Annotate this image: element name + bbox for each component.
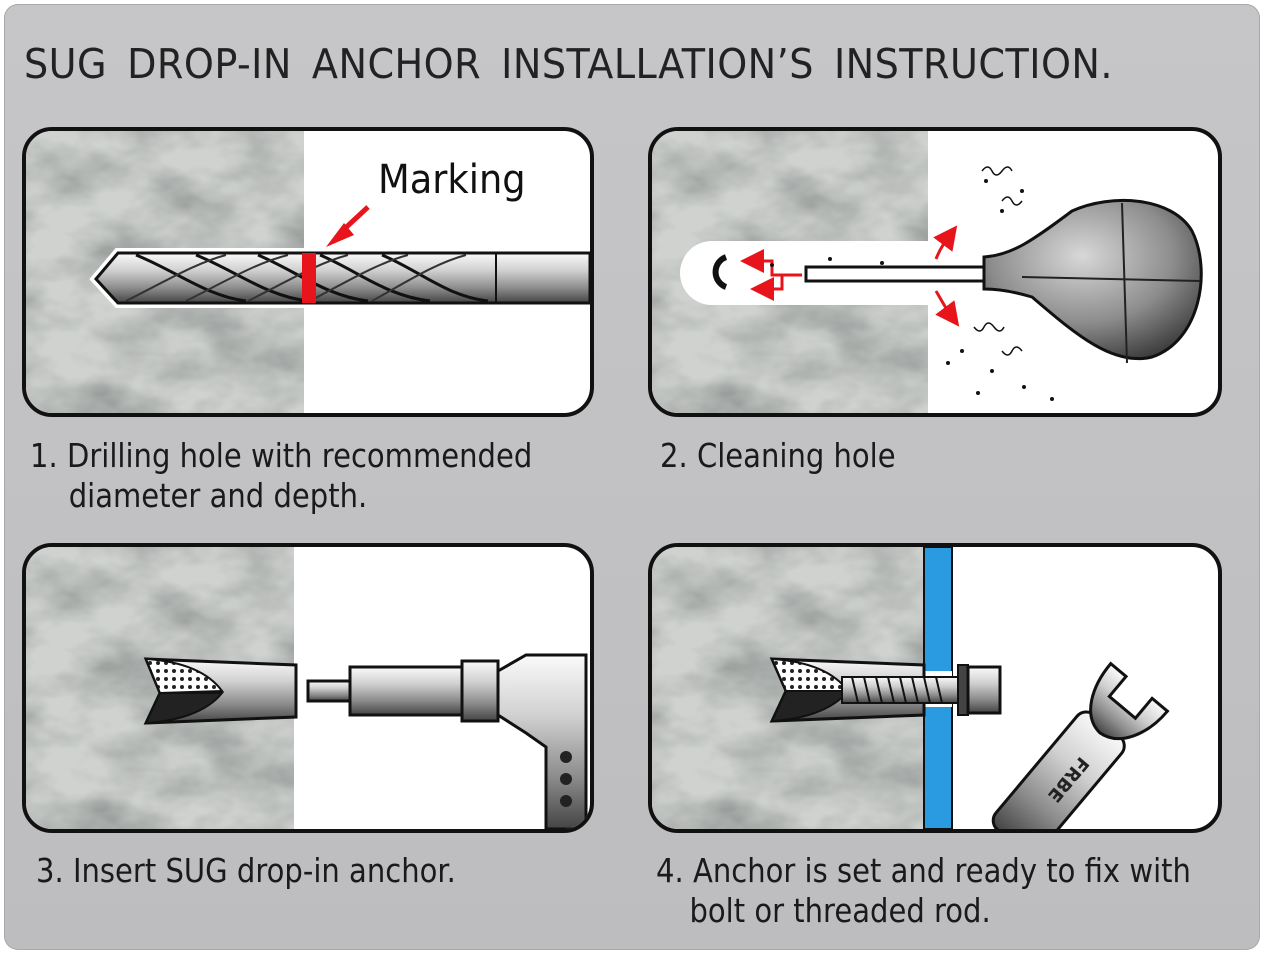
panel-set: FRBE (648, 543, 1222, 833)
step-1-caption: 1. Drilling hole with recommended diamet… (30, 436, 532, 516)
step-3-line1: Insert SUG drop-in anchor. (72, 851, 456, 890)
marking-label: Marking (378, 157, 526, 203)
set-illustration: FRBE (652, 547, 1170, 829)
wrench-icon: FRBE (991, 661, 1170, 829)
dust-particles (770, 179, 1054, 401)
cleaning-illustration (652, 131, 1203, 413)
step-1-line2: diameter and depth. (68, 476, 368, 515)
arrow-icon (326, 205, 370, 247)
step-1-number: 1. (30, 436, 58, 475)
step-1-line1: Drilling hole with recommended (66, 436, 533, 475)
step-4-line1: Anchor is set and ready to fix with (692, 851, 1191, 890)
step-4-line2: bolt or threaded rod. (689, 891, 991, 930)
hammer-setting-tool-icon (306, 653, 588, 829)
step-4-number: 4. (656, 851, 684, 890)
marking-band (302, 253, 316, 303)
step-2-line1: Cleaning hole (696, 436, 896, 475)
insert-illustration (26, 547, 588, 829)
panel-cleaning (648, 127, 1222, 417)
panel-insert (22, 543, 594, 833)
anchor-icon (143, 657, 298, 725)
step-4-caption: 4. Anchor is set and ready to fix with b… (656, 851, 1191, 931)
step-3-number: 3. (36, 851, 64, 890)
panel-drilling: Marking (22, 127, 594, 417)
drilling-illustration (26, 131, 590, 413)
step-2-number: 2. (660, 436, 688, 475)
page-title: SUG DROP-IN ANCHOR INSTALLATION’S INSTRU… (24, 40, 1114, 88)
step-2-caption: 2. Cleaning hole (660, 436, 896, 476)
blower-bulb-icon (804, 199, 1203, 364)
bolt-icon (841, 664, 1002, 716)
drill-bit-icon (89, 248, 590, 308)
step-3-caption: 3. Insert SUG drop-in anchor. (36, 851, 456, 891)
